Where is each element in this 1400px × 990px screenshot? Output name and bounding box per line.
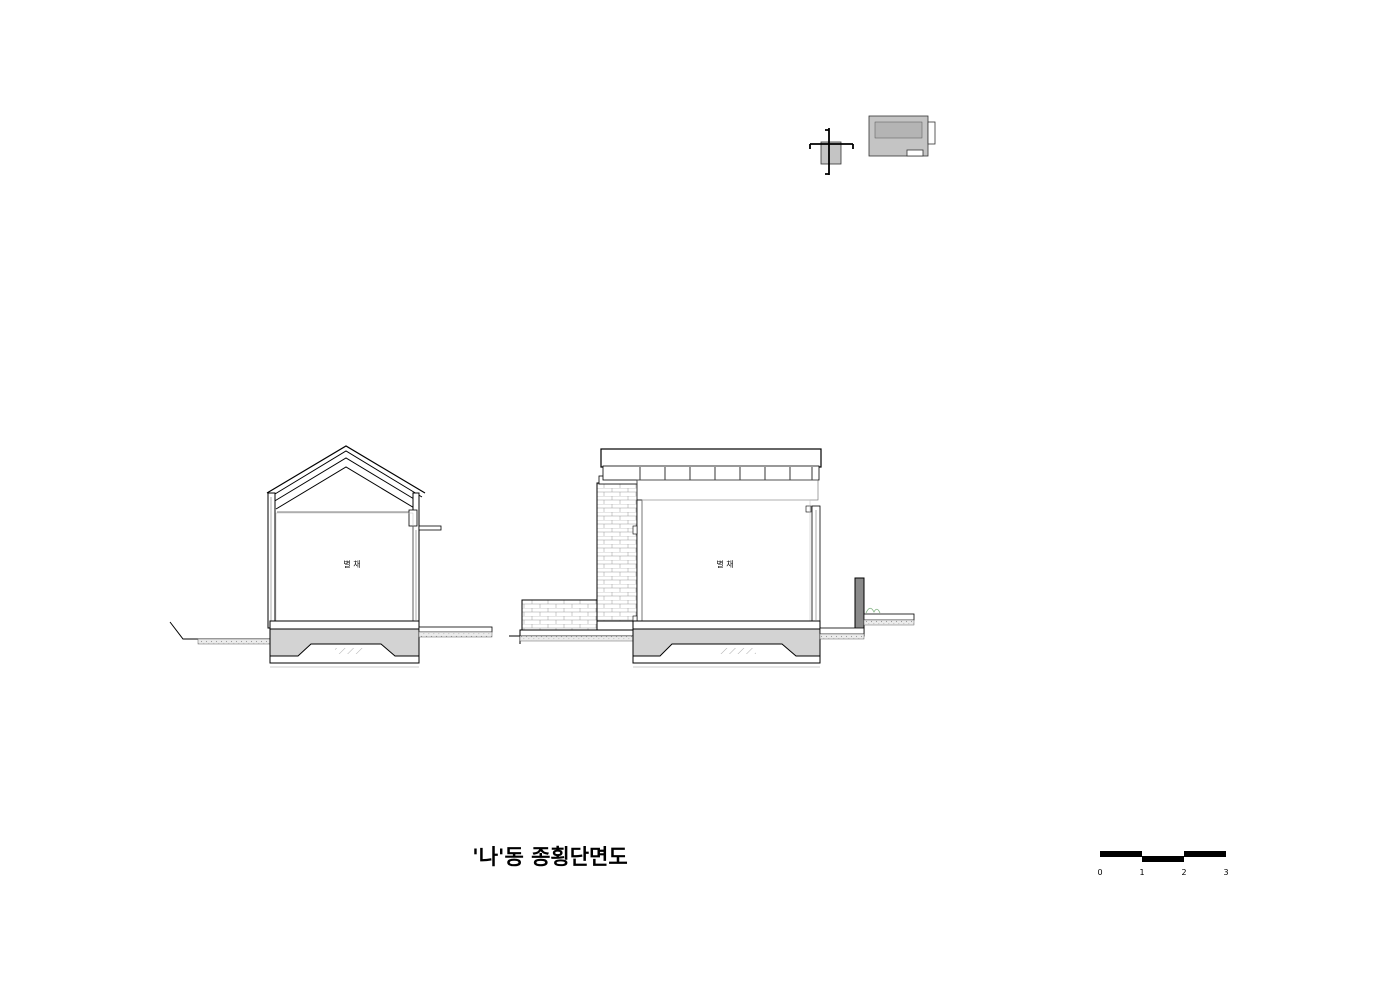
- footing-left: [269, 643, 420, 668]
- terrain-line-left: [169, 621, 272, 640]
- floor-slab-left: [269, 620, 420, 630]
- room-label-left: 별 채: [343, 559, 360, 569]
- scale-segment-3: [1184, 851, 1226, 857]
- scale-bar: 0 1 2 3: [1097, 851, 1229, 877]
- ground-layer-left: [197, 638, 273, 645]
- garden-retaining-wall: [819, 577, 915, 640]
- flat-roof: [600, 448, 822, 501]
- glass-wall-right: [805, 505, 821, 623]
- scale-segment-2: [1142, 856, 1184, 862]
- key-plan-section-marker: [809, 128, 854, 175]
- exterior-steps-right-section: [509, 599, 636, 644]
- scale-tick-2: 2: [1181, 868, 1186, 877]
- brick-wall: [596, 482, 638, 622]
- section-left: 별 채: [169, 445, 493, 668]
- scale-segment-1: [1100, 851, 1142, 857]
- key-plan-building: [868, 115, 936, 157]
- floor-slab-right: [632, 620, 821, 630]
- footing-right: [632, 643, 821, 668]
- key-plan: [809, 115, 936, 175]
- room-label-right: 별 채: [716, 559, 733, 569]
- drawing-title: '나'동 종횡단면도: [472, 845, 627, 869]
- scale-tick-3: 3: [1223, 868, 1228, 877]
- planting-shrub: [865, 607, 881, 614]
- scale-tick-1: 1: [1139, 868, 1144, 877]
- exterior-path-left: [418, 626, 493, 638]
- gable-roof: [266, 445, 426, 513]
- scale-tick-0: 0: [1097, 868, 1102, 877]
- section-right: 별 채: [509, 448, 915, 668]
- eave-bracket-right: [418, 525, 442, 531]
- wall-left: [267, 492, 276, 629]
